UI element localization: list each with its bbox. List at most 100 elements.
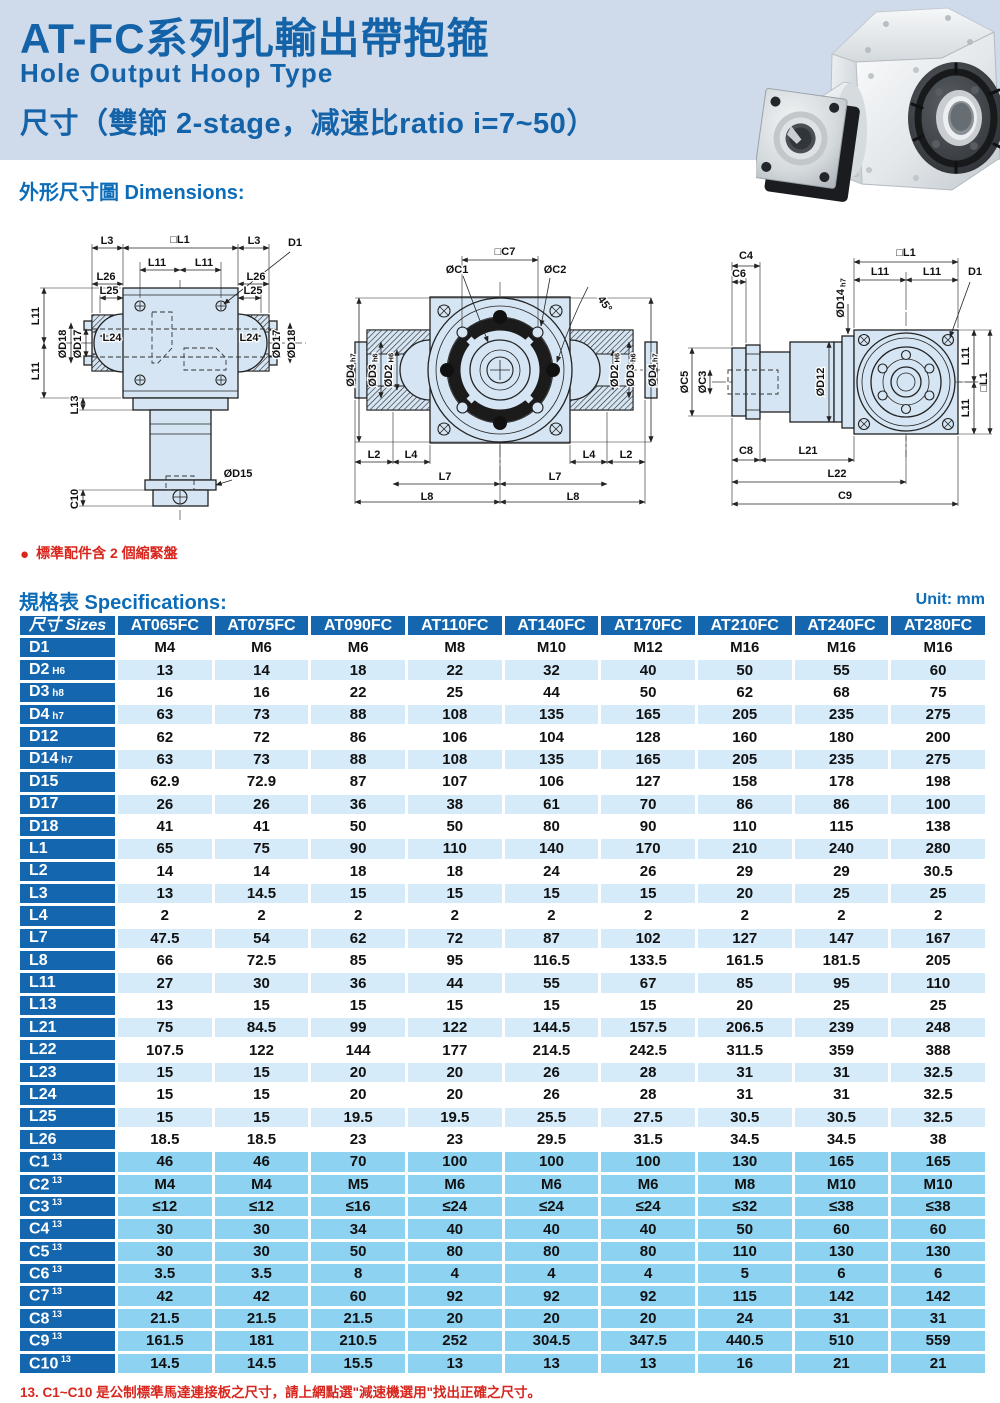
spec-cell: 205 xyxy=(697,749,792,770)
spec-cell: 63 xyxy=(118,705,212,725)
spec-cell: 84.5 xyxy=(214,1018,309,1038)
spec-cell: 106 xyxy=(504,772,599,792)
spec-cell: 13 xyxy=(407,1353,502,1373)
spec-cell: 198 xyxy=(891,772,985,792)
spec-cell: 311.5 xyxy=(697,1040,792,1060)
spec-cell: 100 xyxy=(407,1152,502,1172)
spec-cell: ≤12 xyxy=(118,1196,212,1217)
spec-cell: M8 xyxy=(407,638,502,658)
dim-label: ØD12 xyxy=(815,368,827,397)
spec-cell: 68 xyxy=(794,682,889,703)
spec-cell: 40 xyxy=(504,1219,599,1239)
spec-cell: 25.5 xyxy=(504,1107,599,1127)
row-label-C3: C3 13 xyxy=(20,1196,115,1217)
spec-cell: 280 xyxy=(891,839,985,859)
dim-label: L4 xyxy=(405,449,419,461)
row-label-D14: D14 h7 xyxy=(20,749,115,770)
spec-cell: 23 xyxy=(311,1129,405,1150)
spec-cell: 44 xyxy=(407,973,502,993)
spec-cell: 205 xyxy=(891,951,985,971)
spec-cell: 21.5 xyxy=(118,1308,212,1329)
spec-cell: 2 xyxy=(407,906,502,926)
dim-label: L11 xyxy=(30,307,42,325)
row-label-D15: D15 xyxy=(20,772,115,792)
spec-cell: 160 xyxy=(697,727,792,747)
spec-cell: 18.5 xyxy=(214,1129,309,1150)
row-label-C10: C10 13 xyxy=(20,1353,115,1373)
spec-cell: 30.5 xyxy=(697,1107,792,1127)
spec-cell: 13 xyxy=(504,1353,599,1373)
column-header-AT065FC: AT065FC xyxy=(118,616,212,635)
spec-cell: 86 xyxy=(697,794,792,814)
spec-cell: 20 xyxy=(311,1085,405,1105)
dim-label: L26 xyxy=(247,271,266,283)
page-subtitle-spec: 尺寸（雙節 2-stage，减速比ratio i=7~50） xyxy=(20,108,596,140)
spec-cell: 72.9 xyxy=(214,772,309,792)
row-label-C2: C2 13 xyxy=(20,1174,115,1194)
spec-cell: 62 xyxy=(118,727,212,747)
page-subtitle-en: Hole Output Hoop Type xyxy=(20,58,334,88)
spec-cell: 2 xyxy=(311,906,405,926)
spec-cell: 20 xyxy=(504,1308,599,1329)
dim-label: L11 xyxy=(148,257,166,269)
spec-cell: 144 xyxy=(311,1040,405,1060)
spec-cell: 127 xyxy=(601,772,695,792)
spec-cell: 70 xyxy=(311,1152,405,1172)
spec-cell: 15 xyxy=(214,1062,309,1083)
spec-cell: 30 xyxy=(118,1241,212,1262)
spec-cell: 40 xyxy=(407,1219,502,1239)
spec-cell: 29 xyxy=(794,861,889,881)
spec-cell: 80 xyxy=(504,1241,599,1262)
spec-cell: 13 xyxy=(118,660,212,680)
spec-cell: 30.5 xyxy=(794,1107,889,1127)
spec-cell: 2 xyxy=(214,906,309,926)
accessory-note: ●標準配件含 2 個縮緊盤 xyxy=(20,543,178,563)
spec-cell: 21 xyxy=(794,1353,889,1373)
spec-cell: 92 xyxy=(601,1286,695,1306)
spec-cell: 100 xyxy=(891,794,985,814)
spec-cell: 138 xyxy=(891,816,985,837)
dim-label: L26 xyxy=(97,271,116,283)
spec-cell: 235 xyxy=(794,705,889,725)
spec-cell: 161.5 xyxy=(118,1331,212,1351)
dimensions-heading: 外形尺寸圖 Dimensions: xyxy=(19,182,245,204)
spec-cell: 15 xyxy=(504,883,599,904)
row-label-L22: L22 xyxy=(20,1040,115,1060)
spec-cell: 510 xyxy=(794,1331,889,1351)
spec-cell: 47.5 xyxy=(118,928,212,949)
spec-cell: 102 xyxy=(601,928,695,949)
dim-label: L11 xyxy=(923,266,941,278)
spec-cell: 2 xyxy=(118,906,212,926)
spec-cell: M4 xyxy=(118,638,212,658)
spec-cell: 242.5 xyxy=(601,1040,695,1060)
spec-cell: 60 xyxy=(794,1219,889,1239)
row-label-L25: L25 xyxy=(20,1107,115,1127)
dim-label: L25 xyxy=(100,285,119,297)
spec-cell: 85 xyxy=(311,951,405,971)
dim-label: L11 xyxy=(960,347,972,365)
spec-cell: 31 xyxy=(697,1062,792,1083)
spec-cell: 210.5 xyxy=(311,1331,405,1351)
column-header-AT140FC: AT140FC xyxy=(504,616,599,635)
spec-cell: M10 xyxy=(504,638,599,658)
spec-cell: 165 xyxy=(891,1152,985,1172)
spec-cell: 34 xyxy=(311,1219,405,1239)
spec-cell: 18 xyxy=(311,660,405,680)
spec-cell: 65 xyxy=(118,839,212,859)
spec-cell: 108 xyxy=(407,749,502,770)
spec-cell: 42 xyxy=(214,1286,309,1306)
footnote: 13. C1~C10 是公制標準馬達連接板之尺寸，請上網點選"減速機選用"找出正… xyxy=(20,1385,541,1400)
dim-label: ØC2 xyxy=(544,264,567,276)
column-header-AT090FC: AT090FC xyxy=(311,616,405,635)
spec-cell: 161.5 xyxy=(697,951,792,971)
dim-label: 45° xyxy=(595,294,614,315)
spec-cell: M6 xyxy=(407,1174,502,1194)
